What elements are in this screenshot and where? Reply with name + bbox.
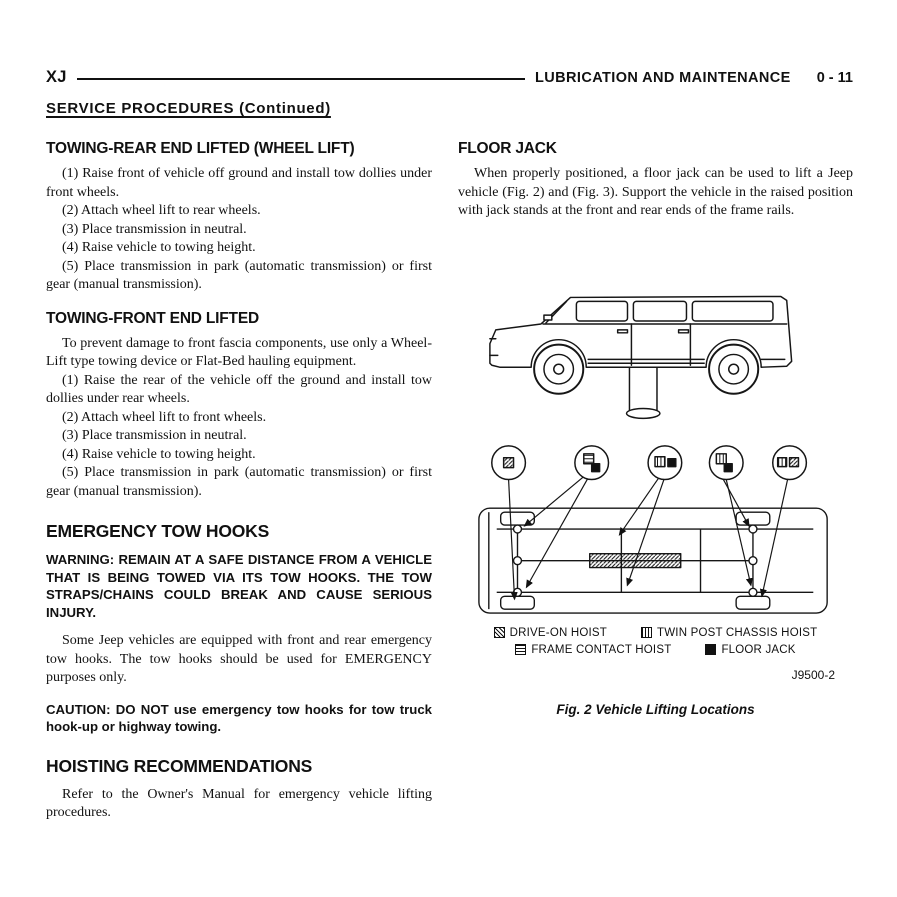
model-code: XJ	[46, 68, 67, 86]
floor-jack-post	[625, 366, 661, 419]
vehicle-underbody-plan-view	[477, 444, 828, 614]
towing-front-step: (3) Place transmission in neutral.	[62, 428, 247, 443]
towing-rear-title: TOWING-REAR END LIFTED (WHEEL LIFT)	[46, 140, 355, 157]
twin-post-hoist-pattern-swatch	[641, 627, 653, 638]
service-procedures-heading: SERVICE PROCEDURES (Continued)	[46, 100, 331, 117]
callout-twin-post-floor-jack-rear	[708, 444, 744, 480]
figure-vehicle-lifting-locations: DRIVE-ON HOIST TWIN POST CHASSIS HOIST F…	[458, 265, 853, 717]
section-towing-front: TOWING-FRONT END LIFTED To prevent damag…	[46, 310, 432, 502]
legend-label: TWIN POST CHASSIS HOIST	[657, 626, 818, 639]
page-header: XJ LUBRICATION AND MAINTENANCE 0 - 11	[46, 68, 853, 87]
towing-front-step: (4) Raise vehicle to towing height.	[62, 446, 256, 462]
towing-rear-step: (5) Place transmission in park (automati…	[46, 258, 432, 293]
legend-item-frame-contact-hoist: FRAME CONTACT HOIST	[515, 644, 671, 656]
towing-front-intro: To prevent damage to front fascia compon…	[46, 335, 432, 370]
frame-contact-hoist-pattern-swatch	[515, 644, 527, 655]
header-rule	[76, 77, 526, 80]
towing-rear-step: (3) Place transmission in neutral.	[62, 221, 247, 237]
page-number: 0 - 11	[816, 69, 853, 86]
floor-jack-body: When properly positioned, a floor jack c…	[458, 166, 853, 218]
figure-legend: DRIVE-ON HOIST TWIN POST CHASSIS HOIST F…	[458, 627, 853, 656]
callout-drive-on-hoist	[490, 444, 526, 480]
legend-label: FRAME CONTACT HOIST	[531, 643, 672, 656]
figure-code: J9500-2	[791, 667, 835, 682]
callout-frame-contact-floor-jack	[573, 444, 609, 480]
legend-label: FLOOR JACK	[721, 643, 796, 656]
legend-item-twin-post-hoist: TWIN POST CHASSIS HOIST	[641, 627, 817, 639]
section-hoisting: HOISTING RECOMMENDATIONS Refer to the Ow…	[46, 756, 432, 823]
towing-front-step: (1) Raise the rear of the vehicle off th…	[46, 372, 432, 407]
section-title: LUBRICATION AND MAINTENANCE	[535, 69, 791, 86]
right-column: FLOOR JACK When properly positioned, a f…	[458, 131, 853, 823]
towing-rear-step: (1) Raise front of vehicle off ground an…	[46, 166, 432, 200]
towing-rear-step: (2) Attach wheel lift to rear wheels.	[62, 203, 261, 218]
figure-caption: Fig. 2 Vehicle Lifting Locations	[556, 701, 755, 717]
emergency-tow-hooks-title: EMERGENCY TOW HOOKS	[46, 521, 270, 541]
hoisting-title: HOISTING RECOMMENDATIONS	[46, 755, 313, 776]
rear-wheel	[707, 343, 759, 395]
vehicle-body	[488, 295, 792, 368]
warning-text: WARNING: REMAIN AT A SAFE DISTANCE FROM …	[46, 552, 432, 620]
section-towing-rear: TOWING-REAR END LIFTED (WHEEL LIFT) (1) …	[46, 140, 432, 295]
section-emergency-tow-hooks: EMERGENCY TOW HOOKS WARNING: REMAIN AT A…	[46, 521, 432, 736]
callout-leader-lines	[507, 475, 788, 600]
front-wheel	[532, 343, 584, 395]
two-column-layout: TOWING-REAR END LIFTED (WHEEL LIFT) (1) …	[46, 131, 853, 823]
vehicle-side-view-illustration	[488, 295, 792, 419]
towing-front-step: (2) Attach wheel lift to front wheels.	[62, 409, 267, 425]
legend-label: DRIVE-ON HOIST	[509, 626, 608, 639]
floor-jack-title: FLOOR JACK	[458, 140, 557, 157]
caution-text: CAUTION: DO NOT use emergency tow hooks …	[46, 701, 432, 735]
floor-jack-pattern-swatch	[705, 644, 717, 655]
drive-on-hoist-pattern-swatch	[493, 627, 505, 638]
towing-front-title: TOWING-FRONT END LIFTED	[46, 309, 259, 327]
callout-twin-post-floor-jack	[646, 444, 682, 480]
towing-front-step: (5) Place transmission in park (automati…	[46, 465, 432, 499]
hoisting-body: Refer to the Owner's Manual for emergenc…	[46, 786, 432, 821]
lifting-point-callouts	[490, 444, 807, 480]
callout-twin-post-drive-on	[771, 444, 807, 480]
section-floor-jack: FLOOR JACK When properly positioned, a f…	[458, 140, 853, 221]
legend-item-drive-on-hoist: DRIVE-ON HOIST	[493, 626, 608, 639]
tow-hooks-body: Some Jeep vehicles are equipped with fro…	[46, 633, 432, 685]
left-column: TOWING-REAR END LIFTED (WHEEL LIFT) (1) …	[46, 131, 432, 823]
towing-rear-step: (4) Raise vehicle to towing height.	[62, 240, 256, 255]
legend-item-floor-jack: FLOOR JACK	[705, 644, 795, 656]
